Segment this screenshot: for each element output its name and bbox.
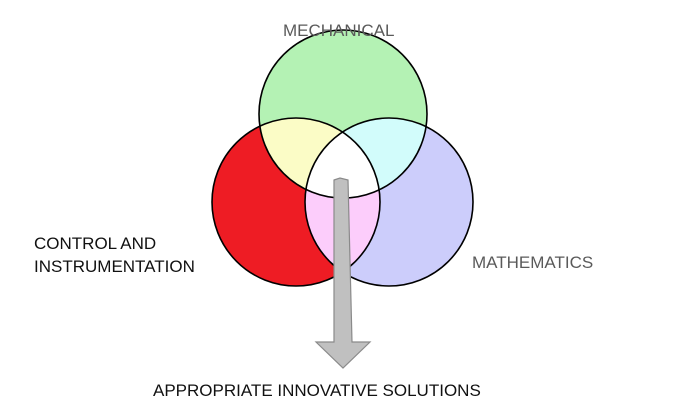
control-instrumentation-label-line1: CONTROL AND bbox=[34, 234, 157, 253]
mathematics-label: MATHEMATICS bbox=[472, 253, 594, 272]
mechanical-label: MECHANICAL bbox=[283, 21, 395, 40]
center-overlap bbox=[305, 118, 380, 198]
solutions-label: APPROPRIATE INNOVATIVE SOLUTIONS bbox=[153, 381, 481, 400]
mathematics-outline bbox=[304, 117, 474, 287]
control-outline bbox=[211, 117, 381, 287]
control-instrumentation-label-line2: INSTRUMENTATION bbox=[34, 257, 195, 276]
solutions-arrow bbox=[314, 177, 372, 369]
